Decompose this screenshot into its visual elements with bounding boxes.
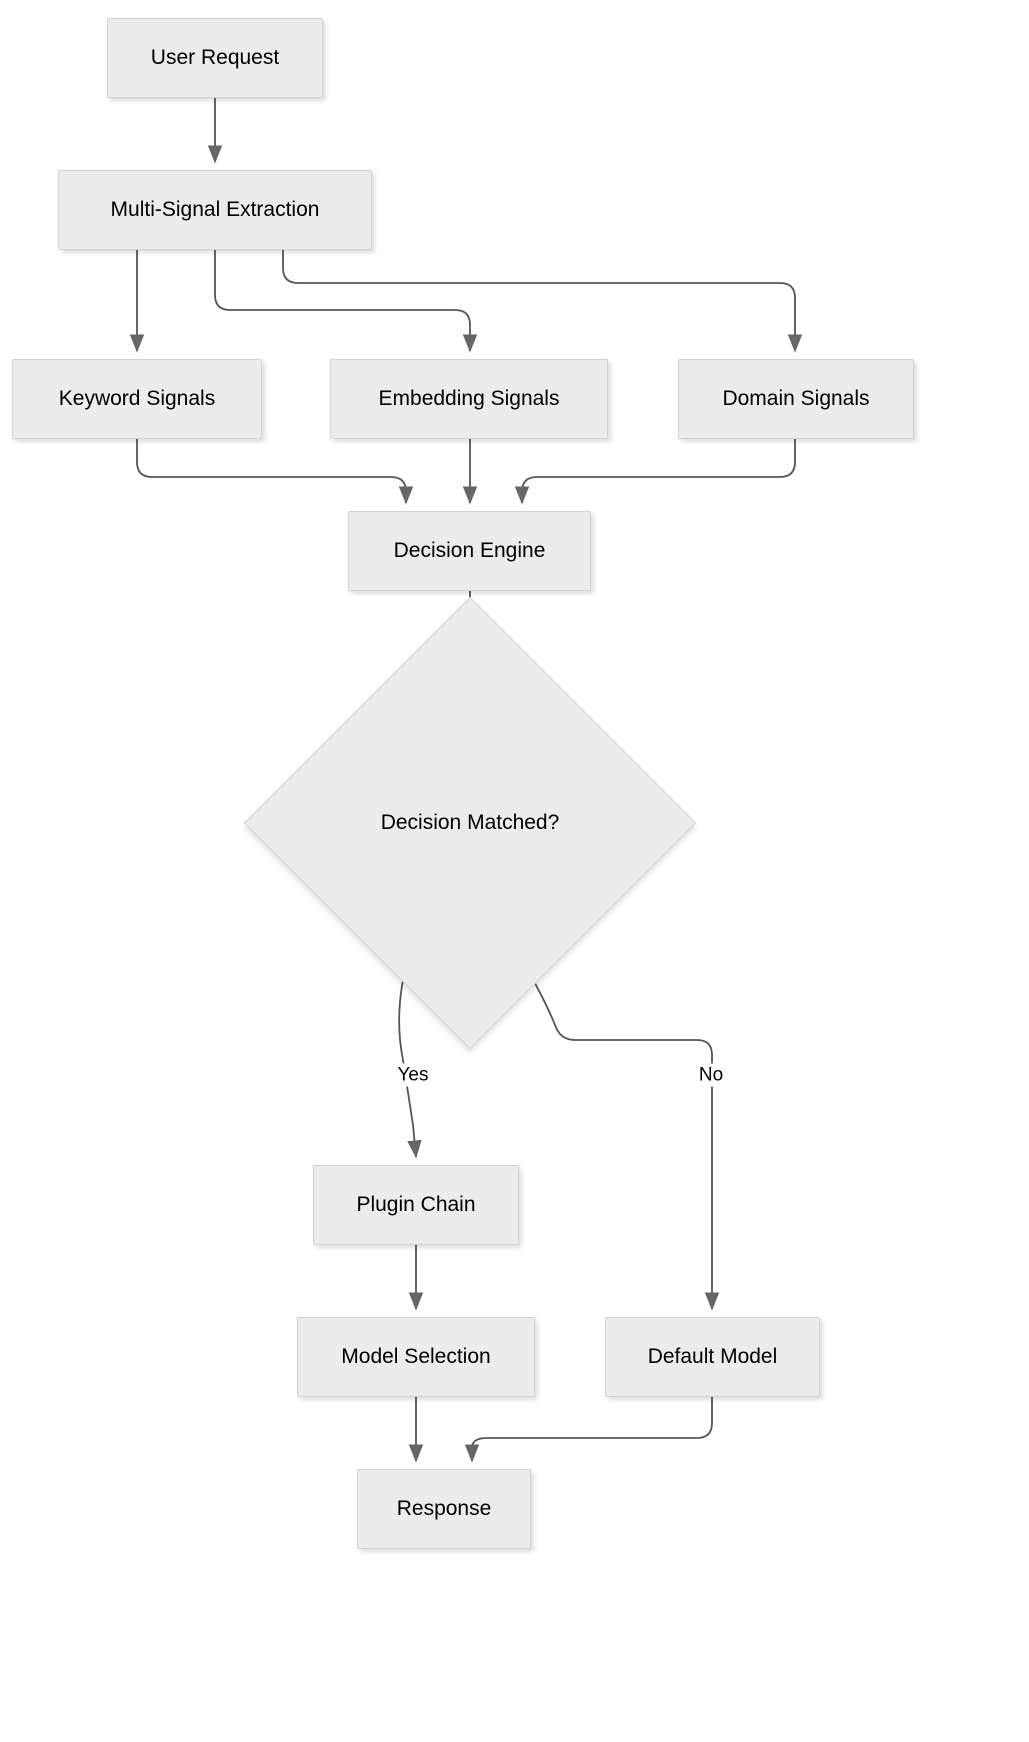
edge-default-model-to-response — [464, 1397, 713, 1463]
node-embedding-signals-label: Embedding Signals — [378, 387, 560, 411]
node-keyword-signals-label: Keyword Signals — [58, 387, 216, 411]
node-domain-signals[interactable]: Domain Signals — [678, 359, 914, 439]
node-decision-engine[interactable]: Decision Engine — [348, 511, 591, 591]
node-default-model-label: Default Model — [647, 1345, 778, 1369]
node-keyword-signals[interactable]: Keyword Signals — [12, 359, 262, 439]
node-response[interactable]: Response — [357, 1469, 531, 1549]
node-model-selection[interactable]: Model Selection — [297, 1317, 535, 1397]
edge-label-yes: Yes — [392, 1063, 434, 1087]
edge-keyword-signals-to-decision-engine — [136, 439, 414, 505]
node-model-selection-label: Model Selection — [341, 1345, 491, 1369]
node-default-model[interactable]: Default Model — [605, 1317, 820, 1397]
node-user-request[interactable]: User Request — [107, 18, 323, 98]
node-domain-signals-label: Domain Signals — [722, 387, 870, 411]
node-multi-signal-extraction-label: Multi-Signal Extraction — [110, 198, 320, 222]
edge-multi-signal-to-embedding-signals — [214, 250, 478, 353]
node-plugin-chain[interactable]: Plugin Chain — [313, 1165, 519, 1245]
node-user-request-label: User Request — [150, 46, 280, 70]
edge-label-no: No — [693, 1063, 729, 1087]
node-decision-engine-label: Decision Engine — [393, 539, 546, 563]
node-decision-matched[interactable]: Decision Matched? — [243, 596, 697, 1050]
node-decision-matched-label: Decision Matched? — [380, 811, 560, 834]
node-plugin-chain-label: Plugin Chain — [356, 1193, 476, 1217]
node-embedding-signals[interactable]: Embedding Signals — [330, 359, 608, 439]
node-multi-signal-extraction[interactable]: Multi-Signal Extraction — [58, 170, 372, 250]
edge-decision-matched-no-to-default-model — [520, 957, 720, 1311]
edge-domain-signals-to-decision-engine — [514, 439, 796, 505]
edge-multi-signal-to-domain-signals — [282, 250, 803, 353]
node-response-label: Response — [396, 1497, 492, 1521]
